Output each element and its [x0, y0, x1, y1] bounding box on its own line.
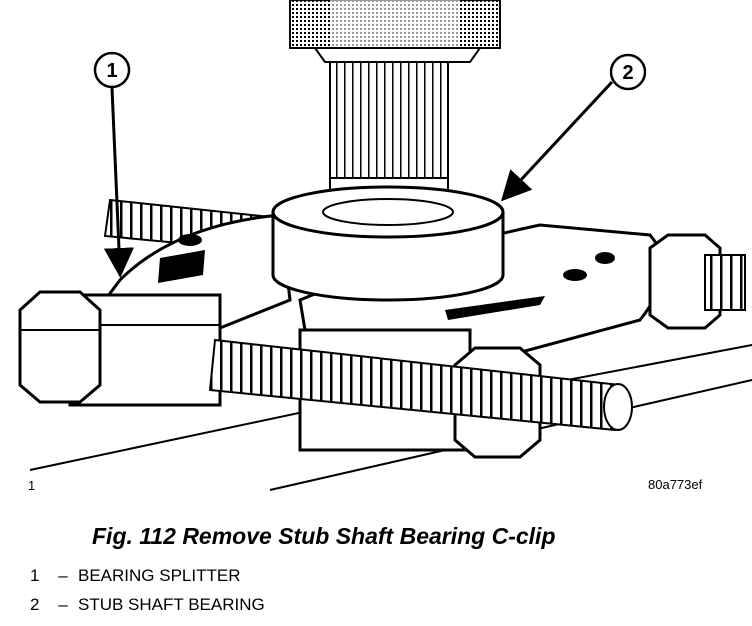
- legend-label: BEARING SPLITTER: [78, 566, 241, 585]
- corner-mark: 1: [28, 478, 35, 493]
- image-code: 80a773ef: [648, 477, 703, 492]
- callout-2: 2: [500, 53, 647, 202]
- legend-number: 2: [30, 595, 40, 614]
- legend-separator: –: [58, 566, 68, 585]
- legend-item-stub-shaft-bearing: 2–STUB SHAFT BEARING: [30, 595, 265, 615]
- legend-number: 1: [30, 566, 40, 585]
- callout-2-number: 2: [622, 62, 633, 84]
- stub-shaft: [329, 61, 449, 201]
- left-hex-nut: [18, 290, 102, 404]
- callout-1: 1: [93, 51, 134, 278]
- figure-caption: Fig. 112 Remove Stub Shaft Bearing C-cli…: [92, 523, 556, 549]
- front-threaded-rod: [208, 338, 633, 432]
- rear-hex-nut: [648, 233, 722, 330]
- legend-separator: –: [58, 595, 68, 614]
- press-ram: [289, 0, 501, 63]
- bearing-splitter-illustration: 1 2 1: [18, 0, 752, 493]
- rear-rod-end: [704, 254, 746, 311]
- stub-shaft-bearing: [271, 185, 505, 302]
- callout-1-number: 1: [106, 60, 117, 82]
- legend-item-bearing-splitter: 1–BEARING SPLITTER: [30, 566, 240, 586]
- legend-label: STUB SHAFT BEARING: [78, 595, 265, 614]
